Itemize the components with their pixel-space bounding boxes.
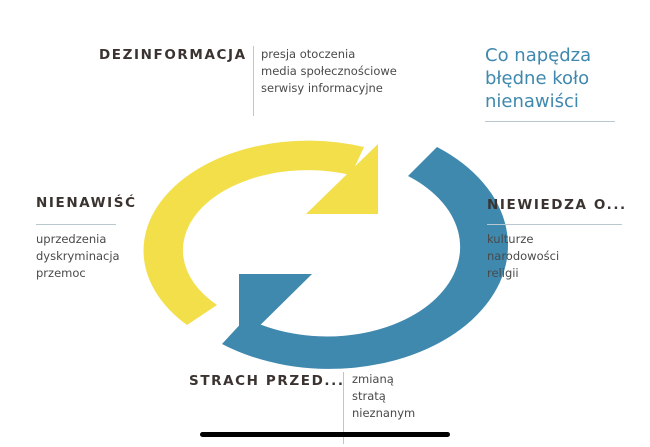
nienawisc-items: uprzedzenia dyskryminacja przemoc [36,231,120,282]
dezinformacja-items: presja otoczenia media społecznościowe s… [261,46,397,97]
title-underline [485,121,615,122]
yellow-arrowhead [306,144,378,214]
list-item: stratą [352,389,386,403]
list-item: serwisy informacyjne [261,81,383,95]
list-item: uprzedzenia [36,232,107,246]
list-item: nieznanym [352,406,416,420]
page-title: Co napędza błędne koło nienawiści [485,44,591,113]
list-item: religii [487,266,519,280]
title-line: Co napędza [485,45,592,66]
list-item: przemoc [36,266,86,280]
divider [343,372,344,444]
list-item: kulturze [487,232,534,246]
divider [36,224,116,225]
niewiedza-items: kulturze narodowości religii [487,231,559,282]
home-indicator[interactable] [200,432,450,437]
blue-arrowhead [239,274,312,346]
heading-dezinformacja: DEZINFORMACJA [99,47,247,63]
list-item: presja otoczenia [261,47,356,61]
list-item: narodowości [487,249,560,263]
title-line: błędne koło [485,68,590,89]
strach-items: zmianą stratą nieznanym [352,371,415,422]
list-item: zmianą [352,372,394,386]
divider [253,46,254,116]
blue-cycle-arrow-arc [222,147,508,369]
heading-nienawisc: NIENAWIŚĆ [36,195,137,211]
heading-strach: STRACH PRZED... [189,373,345,389]
list-item: media społecznościowe [261,64,397,78]
title-line: nienawiści [485,91,579,112]
divider [487,224,622,225]
yellow-cycle-arrow-arc [143,140,364,325]
list-item: dyskryminacja [36,249,120,263]
heading-niewiedza: NIEWIEDZA O... [487,197,627,213]
